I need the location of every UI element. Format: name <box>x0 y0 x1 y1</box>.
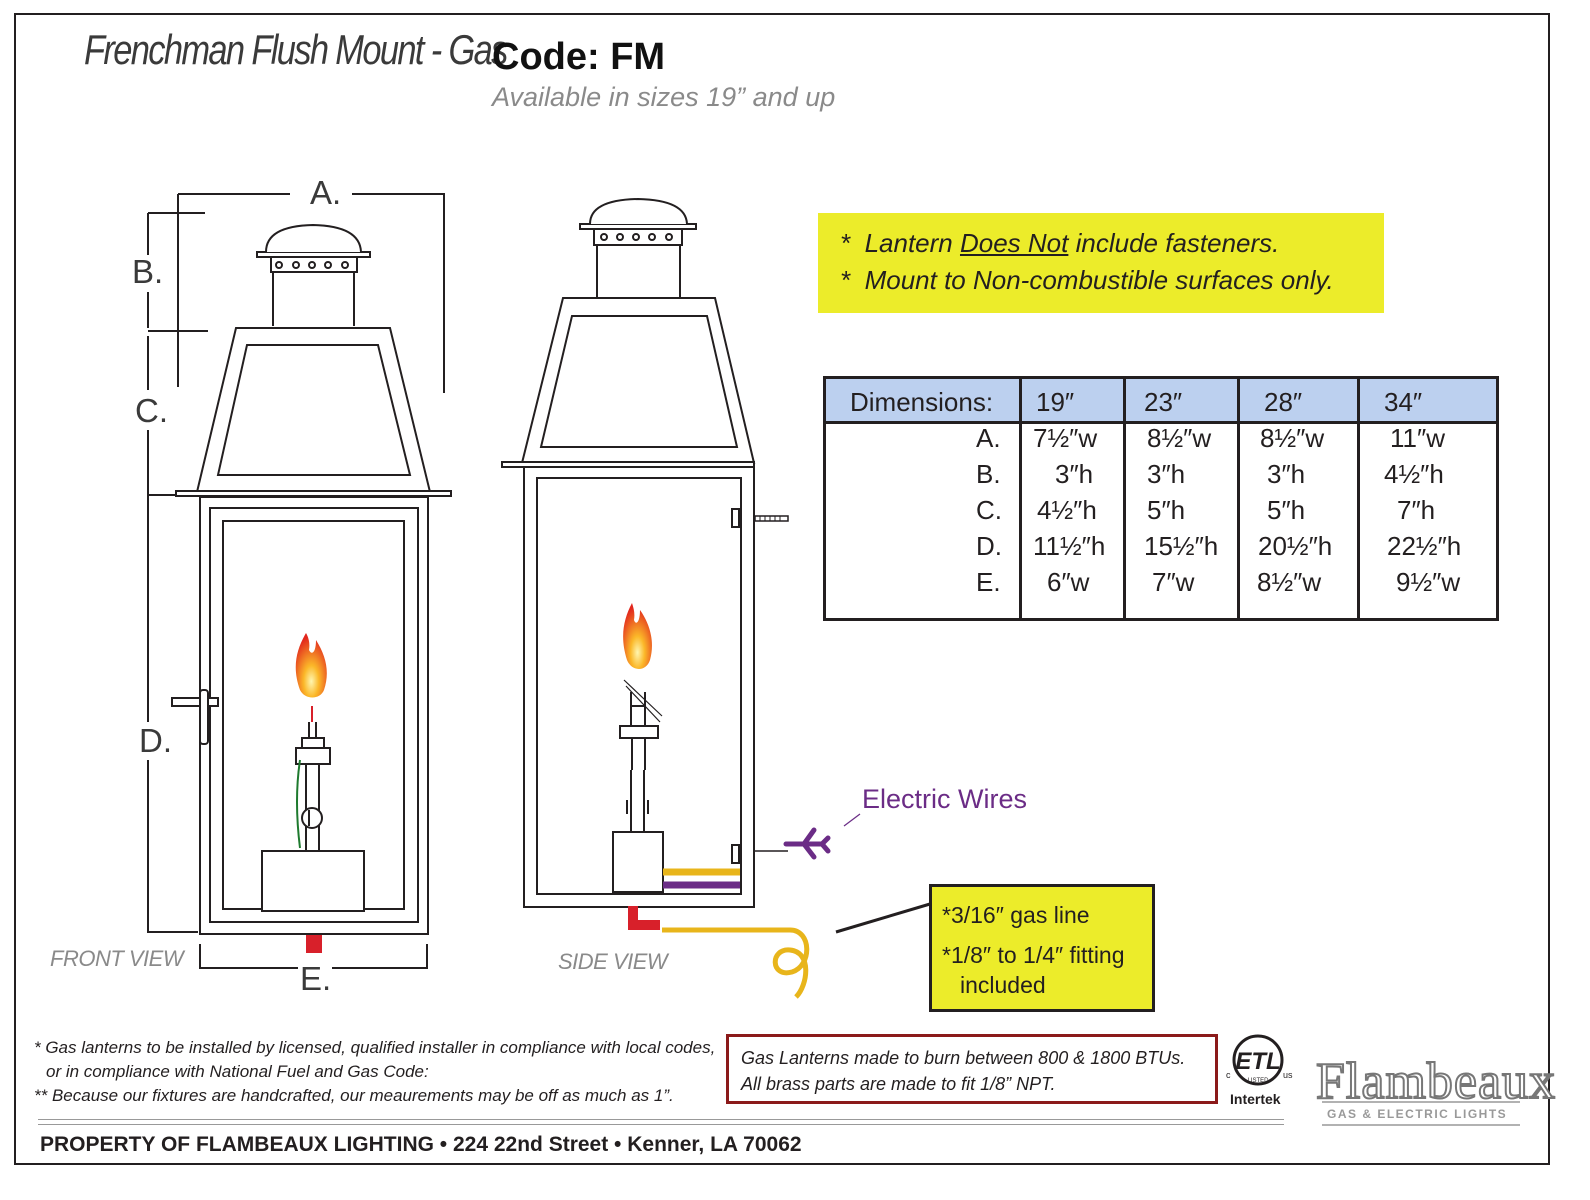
front-view-label: FRONT VIEW <box>50 946 184 971</box>
side-view-label: SIDE VIEW <box>558 949 668 974</box>
installation-notes: * Gas lanterns to be installed by licens… <box>34 1036 715 1108</box>
front-gas-inlet <box>306 935 322 953</box>
etl-mark: ETL <box>1235 1048 1280 1075</box>
row-label-e: E. <box>976 567 1001 597</box>
btu-line-1: Gas Lanterns made to burn between 800 & … <box>741 1048 1186 1068</box>
row-label-b: B. <box>976 459 1001 489</box>
dimensions-header-label: Dimensions: <box>850 387 994 417</box>
vent-holes <box>275 261 349 269</box>
footnote-1: * Gas lanterns to be installed by licens… <box>34 1038 716 1057</box>
flambeaux-tagline: GAS & ELECTRIC LIGHTS <box>1327 1107 1508 1121</box>
intertek-label: Intertek <box>1230 1091 1281 1107</box>
flambeaux-logo: Flambeaux <box>1315 1052 1557 1111</box>
cell-b-28: 3″h <box>1267 459 1306 489</box>
gas-line-note: *3/16″ gas line *1/8″ to 1/4″ fitting in… <box>929 884 1155 1012</box>
coiled-gas-line <box>662 927 810 999</box>
dim-label-c: C. <box>135 392 168 429</box>
dimensions-table-header <box>826 379 1496 424</box>
cell-e-23: 7″w <box>1152 567 1195 597</box>
cell-c-23: 5″h <box>1147 495 1186 525</box>
cell-d-19: 11½″h <box>1033 531 1106 561</box>
footer-divider <box>38 1119 1284 1125</box>
dim-label-b: B. <box>132 253 164 290</box>
cell-a-28: 8½″w <box>1260 423 1325 453</box>
gas-note-line-2: *1/8″ to 1/4″ fitting <box>942 942 1125 968</box>
note-line-1: * Lantern Does Not include fasteners. <box>840 228 1280 258</box>
brand-rules <box>1322 1101 1520 1126</box>
does-not-emphasis: Does Not <box>959 228 1069 258</box>
cell-e-19: 6″w <box>1047 567 1090 597</box>
row-label-a: A. <box>976 423 1001 453</box>
electric-wires-label: Electric Wires <box>862 784 1028 814</box>
side-view-drawing <box>501 197 789 908</box>
cell-d-28: 20½″h <box>1258 531 1333 561</box>
cell-b-23: 3″h <box>1147 459 1186 489</box>
cell-a-23: 8½″w <box>1147 423 1212 453</box>
page-frame <box>14 13 1550 1165</box>
product-code: Code: FM <box>492 36 666 78</box>
side-flame-icon <box>623 603 652 669</box>
btu-line-2: All brass parts are made to fit 1/8” NPT… <box>741 1074 1056 1094</box>
cell-b-34: 4½″h <box>1384 459 1444 489</box>
cell-d-34: 22½″h <box>1387 531 1462 561</box>
btu-note: Gas Lanterns made to burn between 800 & … <box>726 1034 1218 1104</box>
side-vent-holes <box>600 233 673 241</box>
size-header-34: 34″ <box>1384 387 1423 417</box>
footnote-3: ** Because our fixtures are handcrafted,… <box>34 1086 674 1105</box>
dim-label-e: E. <box>300 960 332 997</box>
cell-c-34: 7″h <box>1397 495 1436 525</box>
electric-wires-icon <box>783 827 831 860</box>
fastener-notes: * Lantern Does Not include fasteners. * … <box>818 213 1384 313</box>
front-view-drawing <box>147 193 452 969</box>
cell-c-28: 5″h <box>1267 495 1306 525</box>
gas-note-line-3: included <box>960 972 1046 998</box>
front-thermocouple-wire <box>296 759 301 849</box>
cell-c-19: 4½″h <box>1037 495 1097 525</box>
row-label-c: C. <box>976 495 1002 525</box>
size-header-28: 28″ <box>1264 387 1303 417</box>
side-gas-elbow <box>628 906 660 930</box>
property-line: PROPERTY OF FLAMBEAUX LIGHTING • 224 22n… <box>40 1133 802 1156</box>
row-label-d: D. <box>976 531 1002 561</box>
cell-e-34: 9½″w <box>1396 567 1461 597</box>
gas-leader-line <box>835 902 931 934</box>
gas-note-line-1: *3/16″ gas line <box>942 902 1090 928</box>
dim-label-d: D. <box>139 722 172 759</box>
cell-d-23: 15½″h <box>1144 531 1219 561</box>
size-header-19: 19″ <box>1036 387 1075 417</box>
note-line-2: * Mount to Non-combustible surfaces only… <box>840 265 1334 295</box>
dimensions-table: Dimensions: 19″ 23″ 28″ 34″ A. 7½″w 8½″w… <box>823 376 1499 621</box>
wires-leader-line <box>843 813 861 827</box>
size-header-23: 23″ <box>1144 387 1183 417</box>
cell-a-19: 7½″w <box>1033 423 1098 453</box>
etl-logo: ETL LISTED c us <box>1226 1034 1293 1086</box>
cell-b-19: 3″h <box>1055 459 1094 489</box>
footnote-2: or in compliance with National Fuel and … <box>46 1062 429 1081</box>
etl-us: us <box>1283 1070 1293 1080</box>
cell-e-28: 8½″w <box>1257 567 1322 597</box>
front-flame-icon <box>295 633 327 698</box>
dim-label-a: A. <box>310 174 342 211</box>
etl-c: c <box>1226 1070 1231 1080</box>
etl-listed: LISTED <box>1247 1078 1269 1084</box>
available-sizes: Available in sizes 19” and up <box>492 82 836 112</box>
model-title: Frenchman Flush Mount - Gas <box>84 26 508 73</box>
cell-a-34: 11″w <box>1390 423 1445 453</box>
